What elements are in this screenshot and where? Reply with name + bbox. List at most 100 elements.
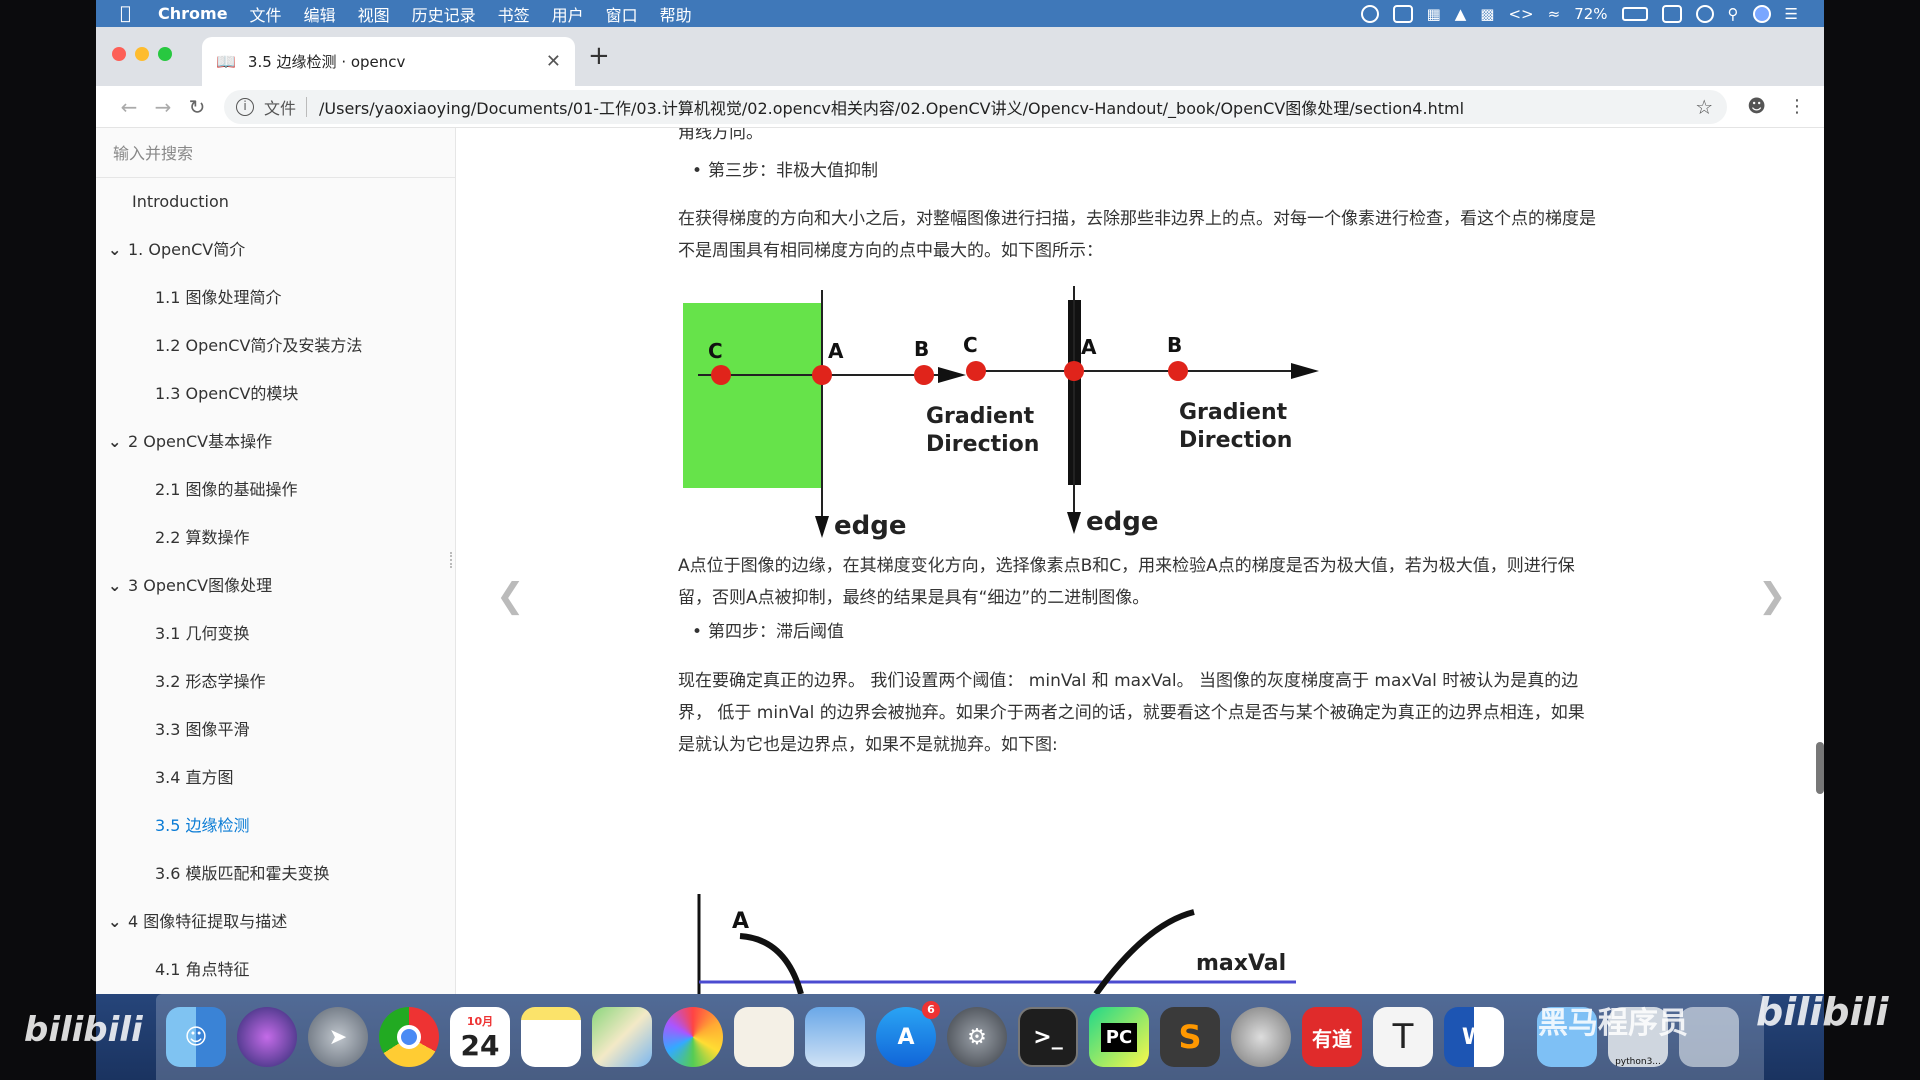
clock-tray-icon[interactable] [1695, 4, 1714, 23]
finder-icon[interactable]: ☺ [166, 1007, 226, 1067]
toc-item[interactable]: 4.1 角点特征 [96, 946, 455, 994]
toc-item[interactable]: 3.4 直方图 [96, 754, 455, 802]
menu-window[interactable]: 窗口 [605, 5, 638, 25]
spotlight-search-icon[interactable]: ⚲ [1727, 4, 1739, 23]
green-region [683, 303, 823, 488]
address-url[interactable]: /Users/yaoxiaoying/Documents/01-工作/03.计算… [319, 98, 1465, 118]
launchpad-icon[interactable]: ➤ [308, 1007, 368, 1067]
toc-item[interactable]: ⌄ 4 图像特征提取与描述 [96, 898, 455, 946]
address-bar[interactable]: i 文件 /Users/yaoxiaoying/Documents/01-工作/… [224, 89, 1728, 124]
bookmark-star-icon[interactable]: ☆ [1695, 94, 1714, 119]
page-scrollbar-thumb[interactable] [1816, 742, 1824, 794]
typora-icon[interactable]: T [1373, 1007, 1433, 1067]
toc-item-label: 4 图像特征提取与描述 [128, 912, 288, 931]
python-window-icon[interactable]: python3... [1608, 1007, 1668, 1067]
minimize-window-button[interactable] [135, 47, 149, 61]
chevron-down-icon[interactable]: ⌄ [108, 240, 122, 259]
keynote-icon[interactable] [805, 1007, 865, 1067]
chevron-down-icon[interactable]: ⌄ [108, 576, 122, 595]
notification-center-icon[interactable]: ☰ [1784, 4, 1798, 23]
step3-bullet: 第三步：非极大值抑制 [692, 155, 878, 187]
menu-help[interactable]: 帮助 [659, 5, 692, 25]
step4-bullet: 第四步：滞后阈值 [692, 616, 844, 648]
label-c-left: C [708, 339, 723, 363]
book-icon: 📖 [216, 52, 236, 71]
browser-toolbar: ← → ↻ i 文件 /Users/yaoxiaoying/Documents/… [96, 86, 1824, 128]
sublime-icon[interactable]: S [1160, 1007, 1220, 1067]
menu-file[interactable]: 文件 [249, 5, 282, 25]
wifi-icon[interactable]: ≈ [1547, 4, 1561, 23]
toc-item[interactable]: 3.3 图像平滑 [96, 706, 455, 754]
youdao-icon[interactable]: 有道 [1302, 1007, 1362, 1067]
notification-tray-icon[interactable]: ▲ [1454, 4, 1467, 23]
site-info-icon[interactable]: i [236, 97, 254, 116]
siri-tray-icon[interactable] [1752, 4, 1771, 23]
toc-item[interactable]: 2.1 图像的基础操作 [96, 466, 455, 514]
notes-icon[interactable] [521, 1007, 581, 1067]
battery-icon[interactable] [1621, 6, 1648, 21]
maps-icon[interactable] [592, 1007, 652, 1067]
camera-icon[interactable] [1392, 4, 1413, 23]
toc-item-label: 1.1 图像处理简介 [155, 288, 282, 307]
toc-item-label: 3.4 直方图 [155, 768, 234, 787]
trash-icon[interactable] [1679, 1007, 1739, 1067]
menu-app-name[interactable]: Chrome [158, 4, 228, 23]
menu-bookmarks[interactable]: 书签 [497, 5, 530, 25]
toc-item[interactable]: 1.2 OpenCV简介及安装方法 [96, 322, 455, 370]
nms-figure: C A B Gradient Direction edge C A B Grad… [683, 286, 1319, 541]
toc-item[interactable]: 3.1 几何变换 [96, 610, 455, 658]
close-window-button[interactable] [112, 47, 126, 61]
toc-item[interactable]: 3.2 形态学操作 [96, 658, 455, 706]
previous-page-arrow[interactable]: ❮ [496, 576, 525, 616]
toc-item[interactable]: ⌄2 OpenCV基本操作 [96, 418, 455, 466]
reload-button[interactable]: ↻ [188, 94, 206, 119]
sidebar-resize-handle[interactable] [450, 552, 454, 568]
menu-edit[interactable]: 编辑 [303, 5, 336, 25]
system-preferences-icon[interactable]: ⚙ [947, 1007, 1007, 1067]
menu-history[interactable]: 历史记录 [411, 5, 476, 25]
sync-tray-icon[interactable] [1661, 4, 1682, 23]
toc-item[interactable]: Introduction [96, 178, 455, 226]
layout-tray-icon[interactable]: ▩ [1480, 4, 1495, 23]
pycharm-icon[interactable]: PC [1089, 1007, 1149, 1067]
toc-item[interactable]: 3.6 模版匹配和霍夫变换 [96, 850, 455, 898]
apple-icon[interactable]:  [120, 3, 146, 24]
next-page-arrow[interactable]: ❯ [1758, 576, 1787, 616]
back-button[interactable]: ← [120, 94, 138, 119]
toc-item[interactable]: 3.5 边缘检测 [96, 802, 455, 850]
toc-item[interactable]: ⌄1. OpenCV简介 [96, 226, 455, 274]
forward-button[interactable]: → [154, 94, 172, 119]
menu-people[interactable]: 用户 [551, 5, 584, 25]
toc-item[interactable]: ⌄3 OpenCV图像处理 [96, 562, 455, 610]
more-menu-icon[interactable]: ⋮ [1788, 96, 1806, 117]
calendar-day: 24 [460, 1028, 500, 1062]
toc-item[interactable]: 1.1 图像处理简介 [96, 274, 455, 322]
chevron-down-icon[interactable]: ⌄ [108, 432, 122, 451]
label-direction-left: Direction [926, 432, 1039, 457]
screenflow-icon[interactable] [1231, 1007, 1291, 1067]
textedit-icon[interactable] [734, 1007, 794, 1067]
code-tray-icon[interactable]: <> [1508, 4, 1534, 23]
toc-search-input[interactable]: 输入并搜索 [96, 128, 455, 178]
toc-item[interactable]: 2.2 算数操作 [96, 514, 455, 562]
terminal-icon[interactable]: >_ [1018, 1007, 1078, 1067]
chrome-icon[interactable] [379, 1007, 439, 1067]
screen-recorder-icon[interactable] [1360, 4, 1379, 23]
chevron-down-icon[interactable]: ⌄ [108, 912, 122, 931]
close-tab-icon[interactable]: ✕ [545, 51, 561, 72]
bookmark-tray-icon[interactable]: ▦ [1426, 4, 1441, 23]
folder-icon[interactable] [1537, 1007, 1597, 1067]
tab-active[interactable]: 📖 3.5 边缘检测 · opencv ✕ [202, 37, 575, 86]
menu-view[interactable]: 视图 [357, 5, 390, 25]
new-tab-button[interactable]: + [588, 41, 610, 71]
profile-avatar-icon[interactable]: ☻ [1747, 96, 1766, 117]
zoom-window-button[interactable] [158, 47, 172, 61]
word-icon[interactable]: W [1444, 1007, 1504, 1067]
toolbar-actions: ☻ ⋮ [1747, 96, 1806, 117]
toc-item[interactable]: 1.3 OpenCV的模块 [96, 370, 455, 418]
photos-icon[interactable] [663, 1007, 723, 1067]
calendar-icon[interactable]: 10月 24 [450, 1007, 510, 1067]
siri-icon[interactable] [237, 1007, 297, 1067]
